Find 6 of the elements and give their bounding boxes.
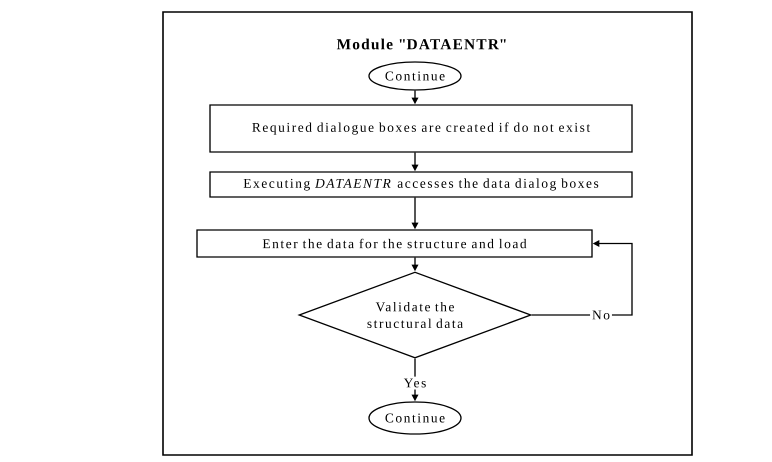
title: Module "DATAENTR" — [336, 38, 506, 50]
process-box: Required dialogue boxes are created if do not exist — [209, 104, 633, 153]
edge-label: No — [590, 308, 612, 322]
edge-label: Yes — [402, 376, 428, 390]
process-box: Enter the data for the structure and load — [196, 229, 593, 258]
process-box: Executing DATAENTR accesses the data dialog boxes — [209, 171, 633, 198]
